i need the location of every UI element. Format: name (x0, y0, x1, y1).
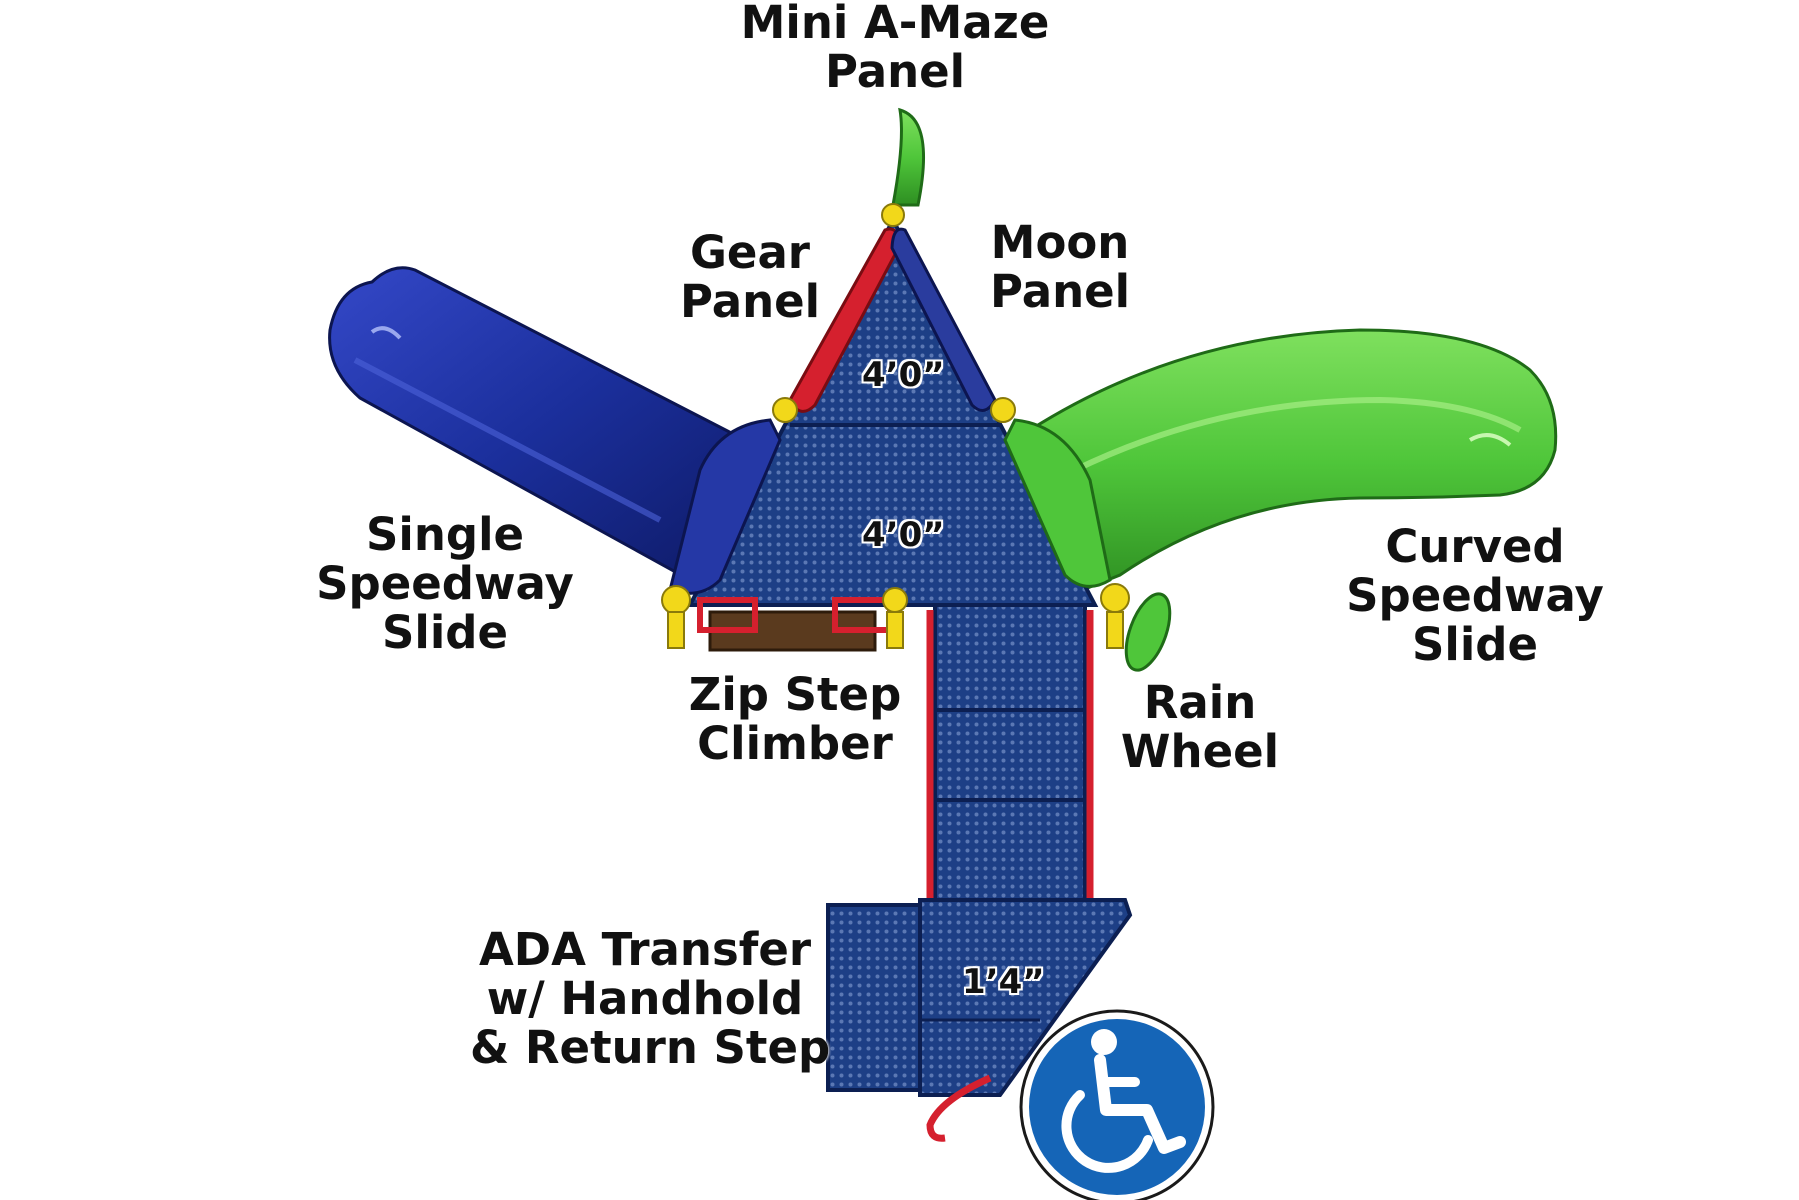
dimension-upper-deck: 4’0” (862, 355, 945, 395)
support-posts (661, 203, 1130, 649)
wheelchair-accessibility-icon (1019, 1009, 1215, 1200)
mini-a-maze-panel (891, 107, 925, 207)
ramp (926, 603, 1094, 902)
dimension-transfer-deck: 1’4” (962, 962, 1045, 1002)
slide-hood-green (1003, 418, 1112, 588)
ada-transfer-platform (826, 898, 1133, 1142)
slide-hood-blue (668, 418, 782, 595)
single-speedway-slide (328, 266, 747, 583)
dimension-main-deck: 4’0” (862, 515, 945, 555)
curved-speedway-slide (1028, 328, 1558, 598)
zip-step-climber (697, 597, 893, 652)
rain-wheel (1124, 592, 1172, 672)
